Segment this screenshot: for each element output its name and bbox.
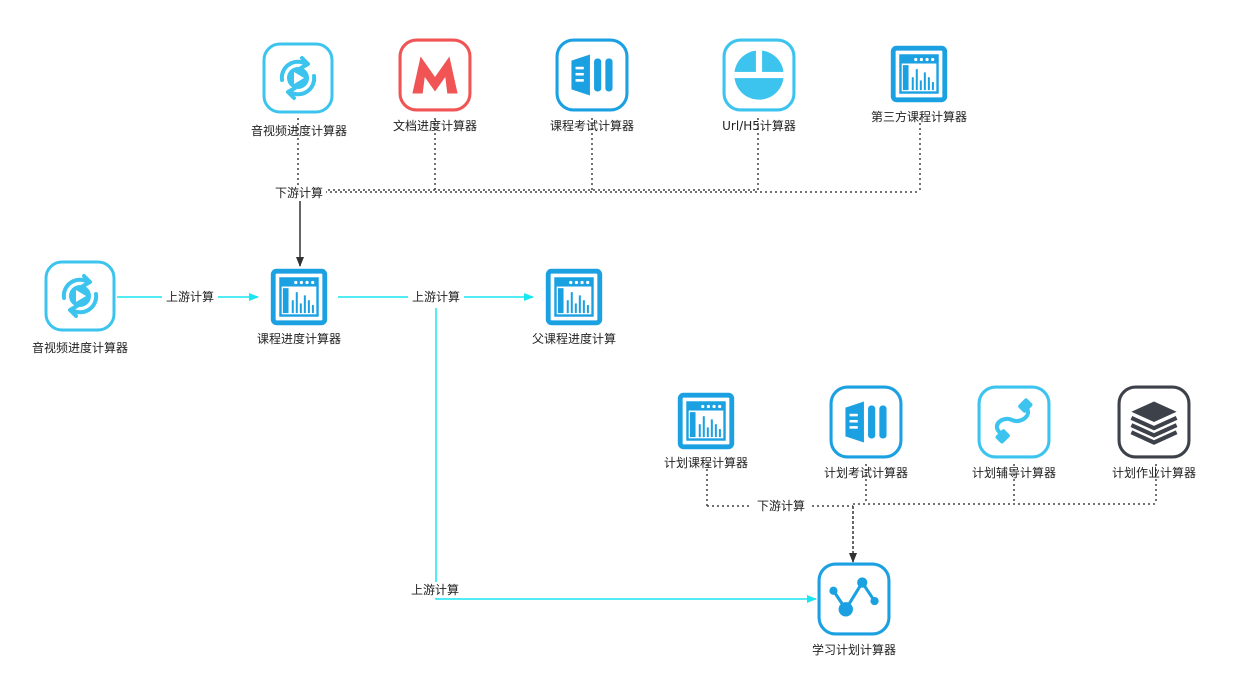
- edge-label-downstream-top: 下游计算: [275, 185, 323, 200]
- edge-upstream-left: 上游计算: [117, 289, 259, 305]
- edge-downstream-plan: 下游计算: [706, 464, 1157, 563]
- node-course-progress[interactable]: 课程进度计算器: [257, 271, 341, 346]
- edge-downstream-top: 下游计算: [272, 118, 921, 267]
- node-label: 音视频进度计算器: [251, 123, 347, 138]
- node-top-document[interactable]: 文档进度计算器: [393, 38, 477, 133]
- node-plan-course[interactable]: 计划课程计算器: [664, 395, 748, 470]
- node-plan-homework[interactable]: 计划作业计算器: [1112, 387, 1196, 480]
- edge-label-downstream-plan: 下游计算: [757, 498, 805, 513]
- calculator-icon: [548, 271, 600, 323]
- url-h5-icon: [722, 38, 796, 112]
- node-plan-tutoring[interactable]: 计划辅导计算器: [972, 387, 1056, 480]
- tutoring-link-icon: [979, 387, 1049, 457]
- node-study-plan[interactable]: 学习计划计算器: [812, 562, 896, 657]
- node-label: 第三方课程计算器: [871, 109, 967, 124]
- node-label: 学习计划计算器: [812, 642, 896, 657]
- audio-video-icon: [262, 42, 334, 114]
- node-top-third-party[interactable]: 第三方课程计算器: [871, 48, 967, 124]
- node-label: 计划作业计算器: [1112, 465, 1196, 480]
- node-label: 音视频进度计算器: [32, 340, 128, 355]
- node-top-url-h5[interactable]: Url/H5计算器: [722, 38, 796, 133]
- node-label: 课程考试计算器: [550, 118, 634, 133]
- node-plan-exam[interactable]: 计划考试计算器: [824, 385, 908, 480]
- node-top-audio-video[interactable]: 音视频进度计算器: [251, 42, 347, 138]
- calculator-icon: [273, 271, 325, 323]
- audio-video-icon: [44, 260, 116, 332]
- edge-label-upstream-study: 上游计算: [411, 582, 459, 597]
- edge-upstream-parent: 上游计算: [338, 289, 534, 305]
- node-label: 计划课程计算器: [664, 455, 748, 470]
- node-parent-course[interactable]: 父课程进度计算: [532, 271, 616, 346]
- calculator-icon: [680, 395, 732, 447]
- node-top-course-exam[interactable]: 课程考试计算器: [550, 38, 634, 133]
- node-label: 计划辅导计算器: [972, 465, 1056, 480]
- exam-icon: [555, 38, 629, 112]
- node-label: 计划考试计算器: [824, 465, 908, 480]
- node-left-audio-video[interactable]: 音视频进度计算器: [32, 260, 128, 355]
- node-label: 文档进度计算器: [393, 118, 477, 133]
- edge-upstream-study: 上游计算: [406, 308, 817, 603]
- edge-label-upstream-left: 上游计算: [166, 289, 214, 304]
- exam-icon: [829, 385, 903, 459]
- node-label: 课程进度计算器: [257, 331, 341, 346]
- homework-stack-icon: [1119, 387, 1189, 457]
- calculator-icon: [893, 48, 945, 100]
- study-plan-graph-icon: [817, 562, 891, 636]
- edge-label-upstream-parent: 上游计算: [412, 289, 460, 304]
- node-label: Url/H5计算器: [722, 118, 796, 133]
- node-label: 父课程进度计算: [532, 331, 616, 346]
- document-m-icon: [398, 38, 472, 112]
